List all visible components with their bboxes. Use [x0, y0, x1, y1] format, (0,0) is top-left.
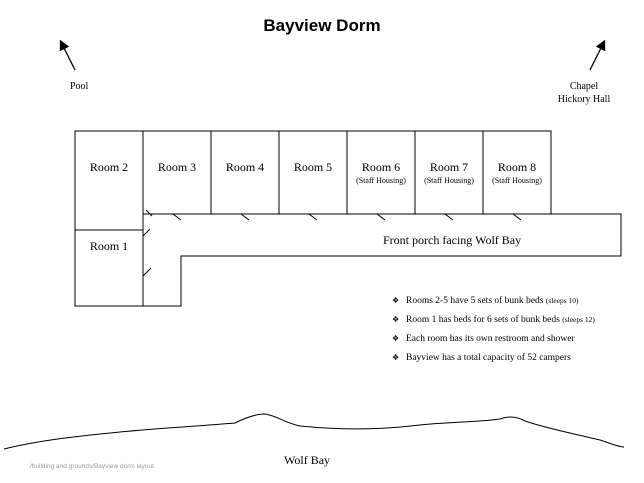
room-2: Room 2	[75, 160, 143, 175]
notes-list: ❖ Rooms 2-5 have 5 sets of bunk beds (sle…	[392, 296, 595, 372]
room-8: Room 8 (Staff Housing)	[483, 160, 551, 185]
note-small: (sleeps 12)	[562, 315, 595, 324]
door-swing	[172, 213, 182, 221]
room-2-outline	[74, 130, 144, 231]
door-swing	[142, 228, 151, 237]
room-6: Room 6 (Staff Housing)	[347, 160, 415, 185]
door-swing	[444, 213, 454, 221]
room-name: Room 6	[361, 160, 401, 174]
door-swing	[308, 213, 318, 221]
diamond-bullet-icon: ❖	[392, 296, 400, 305]
room-name: Room 1	[89, 239, 129, 253]
diamond-bullet-icon: ❖	[392, 334, 400, 343]
room-1: Room 1	[75, 239, 143, 254]
hickory-hall-label: Hickory Hall	[557, 94, 611, 105]
room-name: Room 8	[497, 160, 537, 174]
note-text: Room 1 has beds for 6 sets of bunk beds	[406, 315, 560, 325]
note-text: Rooms 2-5 have 5 sets of bunk beds	[406, 296, 544, 306]
room-name: Room 3	[157, 160, 197, 174]
diamond-bullet-icon: ❖	[392, 353, 400, 362]
room-name: Room 2	[89, 160, 129, 174]
note-item: ❖ Room 1 has beds for 6 sets of bunk beds…	[392, 315, 595, 334]
footer-path: /building and grounds/Bayview dorm layou…	[30, 463, 154, 470]
note-text: Each room has its own restroom and showe…	[406, 334, 575, 344]
note-item: ❖ Rooms 2-5 have 5 sets of bunk beds (sle…	[392, 296, 595, 315]
note-item: ❖ Bayview has a total capacity of 52 camp…	[392, 353, 595, 372]
porch-outline	[143, 213, 622, 307]
chapel-label: Chapel	[569, 81, 599, 92]
room-3: Room 3	[143, 160, 211, 175]
note-item: ❖ Each room has its own restroom and show…	[392, 334, 595, 353]
wolf-bay-label: Wolf Bay	[284, 453, 331, 467]
room-7: Room 7 (Staff Housing)	[415, 160, 483, 185]
arrow-to-chapel	[589, 39, 606, 71]
note-small: (sleeps 10)	[545, 296, 579, 305]
door-swing	[240, 213, 250, 221]
shoreline	[3, 413, 625, 450]
door-swing	[142, 267, 152, 277]
staff-housing-note: (Staff Housing)	[424, 176, 474, 185]
porch-label: Front porch facing Wolf Bay	[383, 233, 522, 247]
door-swing	[145, 209, 153, 217]
page-title: Bayview Dorm	[263, 16, 381, 35]
room-name: Room 7	[429, 160, 469, 174]
door-swing	[512, 213, 522, 221]
arrow-to-pool	[59, 39, 76, 71]
door-swing	[376, 213, 386, 221]
staff-housing-note: (Staff Housing)	[356, 176, 406, 185]
room-name: Room 4	[225, 160, 265, 174]
diamond-bullet-icon: ❖	[392, 315, 400, 324]
room-4: Room 4	[211, 160, 279, 175]
room-name: Room 5	[293, 160, 333, 174]
room-1-outline	[74, 229, 144, 307]
note-text: Bayview has a total capacity of 52 campe…	[406, 353, 571, 363]
pool-direction-label: Pool	[70, 81, 89, 92]
staff-housing-note: (Staff Housing)	[492, 176, 542, 185]
chapel-direction-label: Chapel Hickory Hall	[548, 80, 620, 106]
room-5: Room 5	[279, 160, 347, 175]
